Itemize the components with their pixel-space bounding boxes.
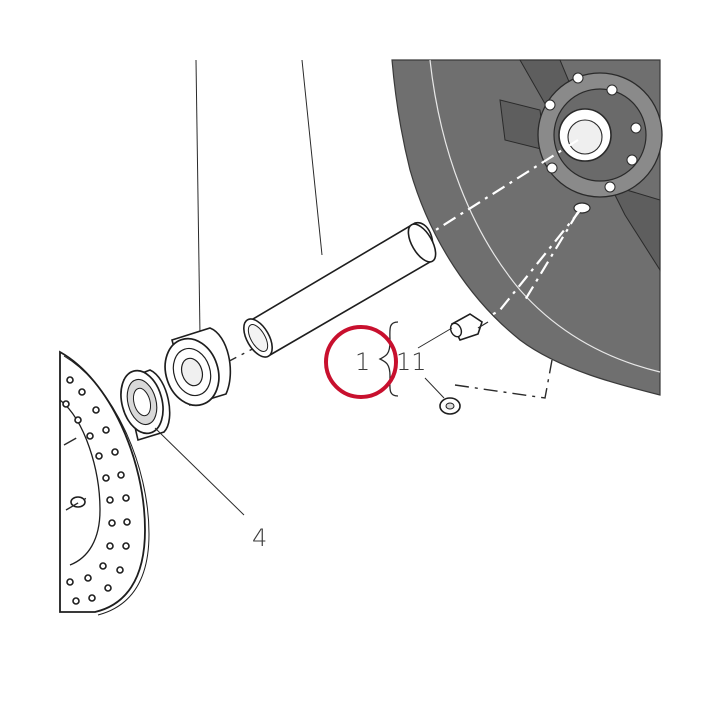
disc-hole [66, 578, 74, 586]
disc-hole [84, 574, 92, 582]
disc-hole [86, 432, 94, 440]
spacer-tube-bore [247, 324, 269, 352]
assembly-axis-main [419, 139, 579, 241]
hub-bolt-hole [606, 84, 618, 96]
disc-hole [122, 542, 130, 550]
callout-1: 1 [355, 348, 370, 376]
disc-hole [108, 519, 116, 527]
disc-axis [65, 495, 91, 511]
hub-bolt-hole [630, 122, 642, 134]
valve-cap-hole [445, 402, 455, 410]
disc-hole [95, 452, 103, 460]
leader-line-bearing [195, 59, 201, 336]
hub-bolt-hole [546, 162, 558, 174]
spacer-tube [243, 222, 437, 358]
bearing-race [172, 347, 212, 397]
valve-stem [477, 321, 489, 329]
disc-hole [116, 566, 124, 574]
disc-hole [123, 518, 131, 526]
disc-hole [74, 416, 82, 424]
assembly-axis-cap [454, 359, 553, 399]
bearing [164, 327, 232, 407]
hub-bolt-hole [572, 72, 584, 84]
disc-axis-2 [63, 435, 81, 446]
hub-bolt-hole [544, 99, 556, 111]
leader-line-seal [154, 427, 245, 516]
disc-hole [78, 388, 86, 396]
wheel-spoke [609, 184, 661, 272]
disc-hole [72, 597, 80, 605]
disc-hole [102, 426, 110, 434]
disc-hole [92, 406, 100, 414]
group-bracket [378, 321, 399, 397]
assembly-axis-valve-2 [524, 211, 579, 301]
callout-4: 4 [252, 524, 267, 552]
disc-hole [117, 471, 125, 479]
valve-end [449, 322, 463, 338]
brake-disc-edge [63, 355, 150, 616]
disc-hole [122, 494, 130, 502]
disc-hole [104, 584, 112, 592]
disc-hole [99, 562, 107, 570]
wheel-hub-bore-inner [567, 119, 603, 155]
hub-bolt-hole [604, 181, 616, 193]
disc-hole [106, 496, 114, 504]
leader-line-valve [417, 327, 453, 349]
callout-11: 11 [396, 348, 427, 376]
assembly-axis-valve [474, 207, 583, 326]
disc-hole [88, 594, 96, 602]
brake-disc [59, 350, 150, 616]
seal [120, 369, 171, 442]
valve [449, 313, 489, 341]
hub-bolt-hole [626, 154, 638, 166]
spacer-tube-end-right [407, 223, 437, 263]
disc-hole [66, 376, 74, 384]
seal-bore [132, 387, 152, 417]
disc-hole [106, 542, 114, 550]
valve-cap [439, 397, 461, 415]
wheel-rim-inner [429, 59, 661, 373]
bearing-bore [180, 357, 204, 387]
disc-hole [111, 448, 119, 456]
disc-hole [62, 400, 70, 408]
highlight-circle [324, 325, 398, 399]
leader-line-cap [424, 377, 445, 399]
wheel [391, 59, 663, 396]
disc-hole [102, 474, 110, 482]
leader-line-spacer [301, 59, 323, 256]
